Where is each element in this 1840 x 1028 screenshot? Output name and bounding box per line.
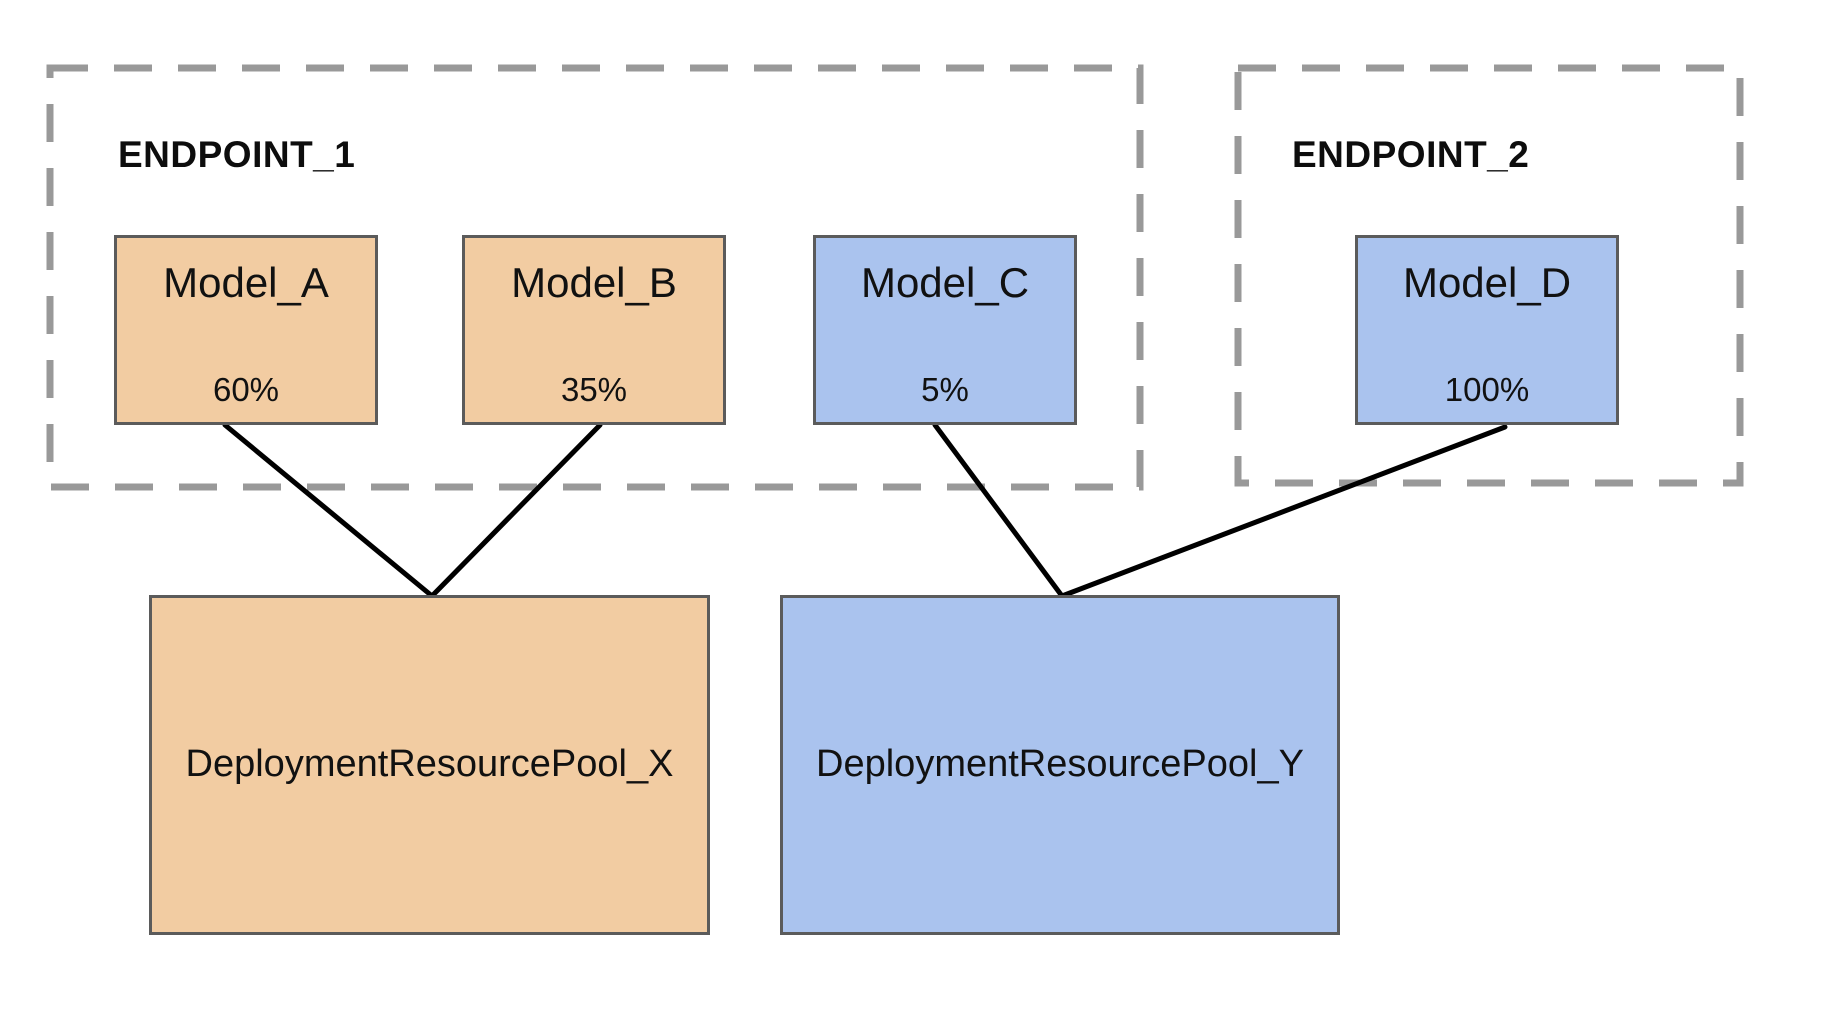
model-a-box: Model_A 60% [114, 235, 378, 425]
endpoint-2-boundary [1234, 64, 1744, 487]
model-c-box: Model_C 5% [813, 235, 1077, 425]
model-d-traffic-split: 100% [1444, 370, 1530, 408]
connector-model-a-to-pool-x [222, 422, 435, 599]
deployment-resource-pool-x-name: DeploymentResourcePool_X [185, 743, 674, 786]
connector-model-d-to-pool-y [1059, 424, 1508, 599]
model-b-traffic-split: 35% [560, 370, 628, 408]
model-d-name: Model_D [1402, 259, 1572, 306]
endpoint-2-label: ENDPOINT_2 [1292, 134, 1530, 175]
deployment-resource-pool-x-box: DeploymentResourcePool_X [149, 595, 710, 935]
model-b-box: Model_B 35% [462, 235, 726, 425]
deployment-resource-pool-y-name: DeploymentResourcePool_Y [816, 743, 1304, 786]
connector-model-c-to-pool-y [932, 422, 1065, 599]
model-a-traffic-split: 60% [212, 370, 280, 408]
model-a-name: Model_A [163, 259, 329, 306]
model-d-box: Model_D 100% [1355, 235, 1619, 425]
connector-model-b-to-pool-x [429, 422, 603, 599]
model-c-traffic-split: 5% [921, 370, 969, 408]
endpoint-1-label: ENDPOINT_1 [118, 134, 356, 175]
deployment-resource-pool-y-box: DeploymentResourcePool_Y [780, 595, 1340, 935]
model-b-name: Model_B [511, 259, 677, 306]
model-c-name: Model_C [860, 259, 1030, 306]
endpoint-1-boundary [46, 64, 1144, 491]
